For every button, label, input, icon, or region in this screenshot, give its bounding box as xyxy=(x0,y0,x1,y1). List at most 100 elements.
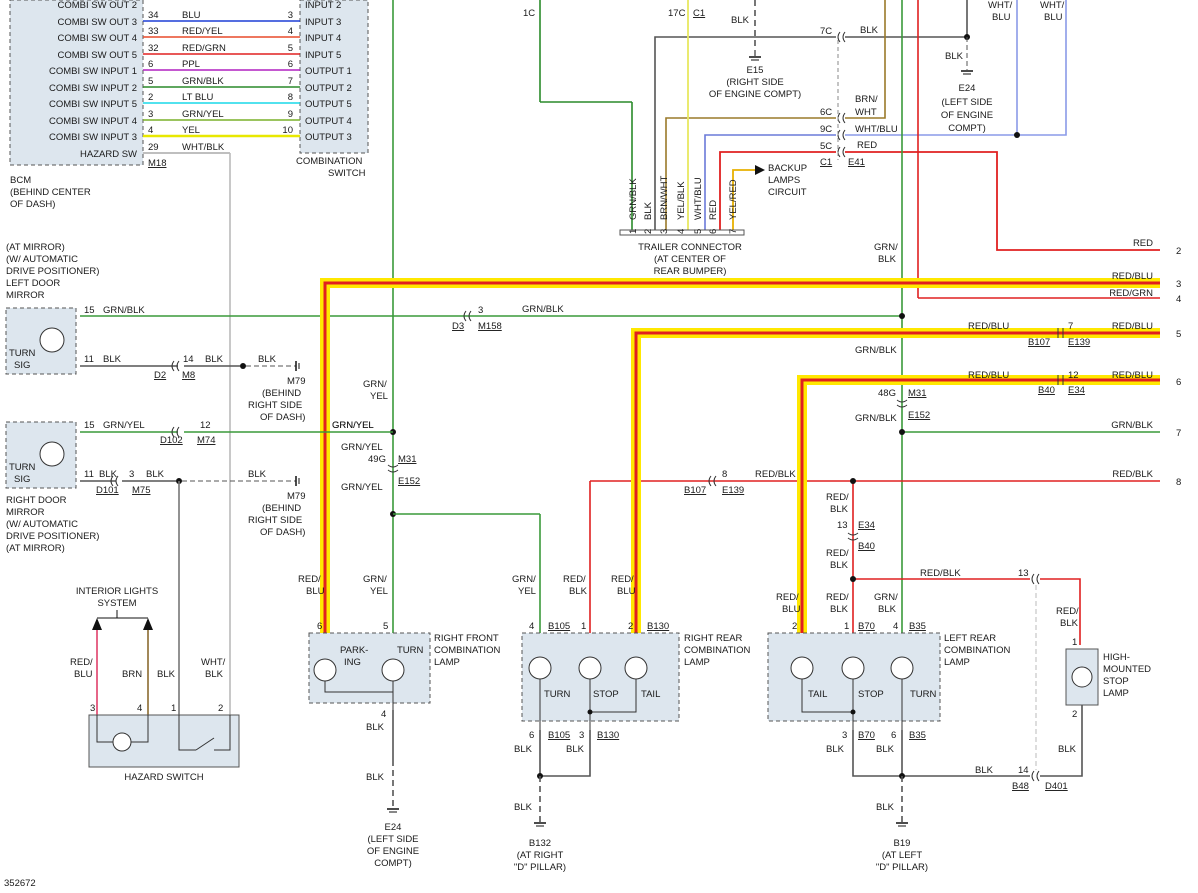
svg-text:WHT/: WHT/ xyxy=(201,657,226,668)
svg-text:RED/: RED/ xyxy=(826,492,849,503)
switch-pin-label: INPUT 4 xyxy=(305,33,341,44)
svg-text:E34: E34 xyxy=(1068,385,1085,396)
svg-text:M8: M8 xyxy=(182,370,195,381)
svg-text:GRN/YEL: GRN/YEL xyxy=(341,442,383,453)
svg-text:D101: D101 xyxy=(96,485,119,496)
svg-text:M79: M79 xyxy=(287,376,305,387)
svg-text:B48: B48 xyxy=(1012,781,1029,792)
svg-text:MIRROR: MIRROR xyxy=(6,507,45,518)
bcm-pin-number: 4 xyxy=(148,125,153,136)
svg-text:RED: RED xyxy=(857,140,877,151)
svg-text:COMBINATION: COMBINATION xyxy=(434,645,500,656)
right-edge-labels: RED 2 RED/BLU 3 RED/GRN 4 RED/BLU 5 RED/… xyxy=(1109,238,1181,488)
svg-text:M79: M79 xyxy=(287,491,305,502)
switch-pin-label: OUTPUT 2 xyxy=(305,83,352,94)
trailer-wires xyxy=(654,0,1160,251)
svg-text:LEFT DOOR: LEFT DOOR xyxy=(6,278,60,289)
svg-text:2: 2 xyxy=(218,703,223,714)
svg-text:BLK: BLK xyxy=(860,25,879,36)
svg-text:D2: D2 xyxy=(154,370,166,381)
ground-m79-b: BLK M79 (BEHIND RIGHT SIDE OF DASH) xyxy=(248,469,305,538)
wire-color-label: LT BLU xyxy=(182,92,213,103)
svg-text:SIG: SIG xyxy=(14,360,30,371)
connector-symbols xyxy=(837,31,846,158)
svg-text:B35: B35 xyxy=(909,730,926,741)
svg-text:RED/: RED/ xyxy=(826,548,849,559)
switch-pin-number: 4 xyxy=(288,26,293,37)
bcm-location: OF DASH) xyxy=(10,199,55,210)
svg-text:BLU: BLU xyxy=(992,12,1011,23)
svg-text:SIG: SIG xyxy=(14,474,30,485)
svg-text:RED/BLU: RED/BLU xyxy=(968,321,1009,332)
svg-text:5: 5 xyxy=(693,229,704,234)
svg-text:YEL/RED: YEL/RED xyxy=(728,179,739,220)
ground-e15: E15 (RIGHT SIDE OF ENGINE COMPT) xyxy=(709,50,801,100)
svg-text:12: 12 xyxy=(1068,370,1079,381)
svg-text:M31: M31 xyxy=(908,388,926,399)
svg-text:RED/BLU: RED/BLU xyxy=(1112,321,1153,332)
svg-text:STOP: STOP xyxy=(1103,676,1129,687)
svg-text:3: 3 xyxy=(478,305,483,316)
svg-text:WHT/: WHT/ xyxy=(1040,0,1065,11)
switch-pin-label: INPUT 5 xyxy=(305,50,341,61)
svg-text:M158: M158 xyxy=(478,321,502,332)
svg-text:4: 4 xyxy=(1176,294,1181,305)
svg-text:9C: 9C xyxy=(820,124,832,135)
svg-text:BLK: BLK xyxy=(103,354,122,365)
svg-text:RED/: RED/ xyxy=(776,592,799,603)
switch-pin-label: OUTPUT 1 xyxy=(305,66,352,77)
svg-text:WHT: WHT xyxy=(855,107,877,118)
svg-text:STOP: STOP xyxy=(858,689,884,700)
svg-text:11: 11 xyxy=(84,354,94,365)
svg-text:11: 11 xyxy=(84,469,94,480)
svg-text:D102: D102 xyxy=(160,435,183,446)
bcm-pin-label: COMBI SW OUT 2 xyxy=(57,0,137,11)
svg-text:14: 14 xyxy=(1018,765,1029,776)
svg-text:DRIVE POSITIONER): DRIVE POSITIONER) xyxy=(6,266,99,277)
svg-text:RED/: RED/ xyxy=(826,592,849,603)
svg-text:(LEFT SIDE: (LEFT SIDE xyxy=(367,834,418,845)
wire-color-label: YEL xyxy=(182,125,200,136)
svg-text:TURN: TURN xyxy=(9,348,36,359)
left-rear-combination-lamp: RED/ BLU RED/ BLK GRN/ BLK 2 1 B70 4 B35… xyxy=(767,592,1030,822)
svg-text:COMBINATION: COMBINATION xyxy=(944,645,1010,656)
svg-text:TURN: TURN xyxy=(910,689,937,700)
svg-text:B132: B132 xyxy=(529,838,551,849)
bcm-pin-label: COMBI SW OUT 3 xyxy=(57,17,137,28)
svg-text:GRN/: GRN/ xyxy=(874,242,898,253)
svg-text:8: 8 xyxy=(722,469,727,480)
svg-text:7: 7 xyxy=(728,229,739,234)
svg-text:B130: B130 xyxy=(597,730,619,741)
left-door-mirror: (AT MIRROR) (W/ AUTOMATIC DRIVE POSITION… xyxy=(5,242,296,381)
svg-text:GRN/: GRN/ xyxy=(874,592,898,603)
svg-text:GRN/BLK: GRN/BLK xyxy=(1111,420,1153,431)
svg-text:TAIL: TAIL xyxy=(808,689,827,700)
svg-text:(BEHIND: (BEHIND xyxy=(262,388,301,399)
svg-text:BLK: BLK xyxy=(643,201,654,220)
switch-pin-label: OUTPUT 3 xyxy=(305,132,352,143)
svg-text:BLU: BLU xyxy=(617,586,636,597)
svg-text:C1: C1 xyxy=(820,157,832,168)
svg-text:1: 1 xyxy=(628,229,639,234)
svg-text:BLU: BLU xyxy=(782,604,801,615)
svg-text:6: 6 xyxy=(529,730,534,741)
svg-text:BLK: BLK xyxy=(830,504,849,515)
svg-text:B105: B105 xyxy=(548,621,570,632)
diagram-number: 352672 xyxy=(4,878,36,889)
svg-text:(RIGHT SIDE: (RIGHT SIDE xyxy=(726,77,783,88)
svg-text:BRN: BRN xyxy=(122,669,142,680)
svg-text:RED: RED xyxy=(1133,238,1153,249)
svg-text:RIGHT FRONT: RIGHT FRONT xyxy=(434,633,499,644)
svg-text:COMPT): COMPT) xyxy=(948,123,985,134)
svg-text:BLK: BLK xyxy=(99,469,118,480)
svg-text:BLK: BLK xyxy=(975,765,994,776)
svg-text:LEFT REAR: LEFT REAR xyxy=(944,633,996,644)
svg-text:HIGH-: HIGH- xyxy=(1103,652,1130,663)
svg-text:RED/: RED/ xyxy=(563,574,586,585)
svg-text:BLU: BLU xyxy=(1044,12,1063,23)
svg-text:OF ENGINE: OF ENGINE xyxy=(367,846,419,857)
svg-text:(W/ AUTOMATIC: (W/ AUTOMATIC xyxy=(6,519,78,530)
svg-text:D3: D3 xyxy=(452,321,464,332)
bcm-pin-number: 34 xyxy=(148,10,159,21)
